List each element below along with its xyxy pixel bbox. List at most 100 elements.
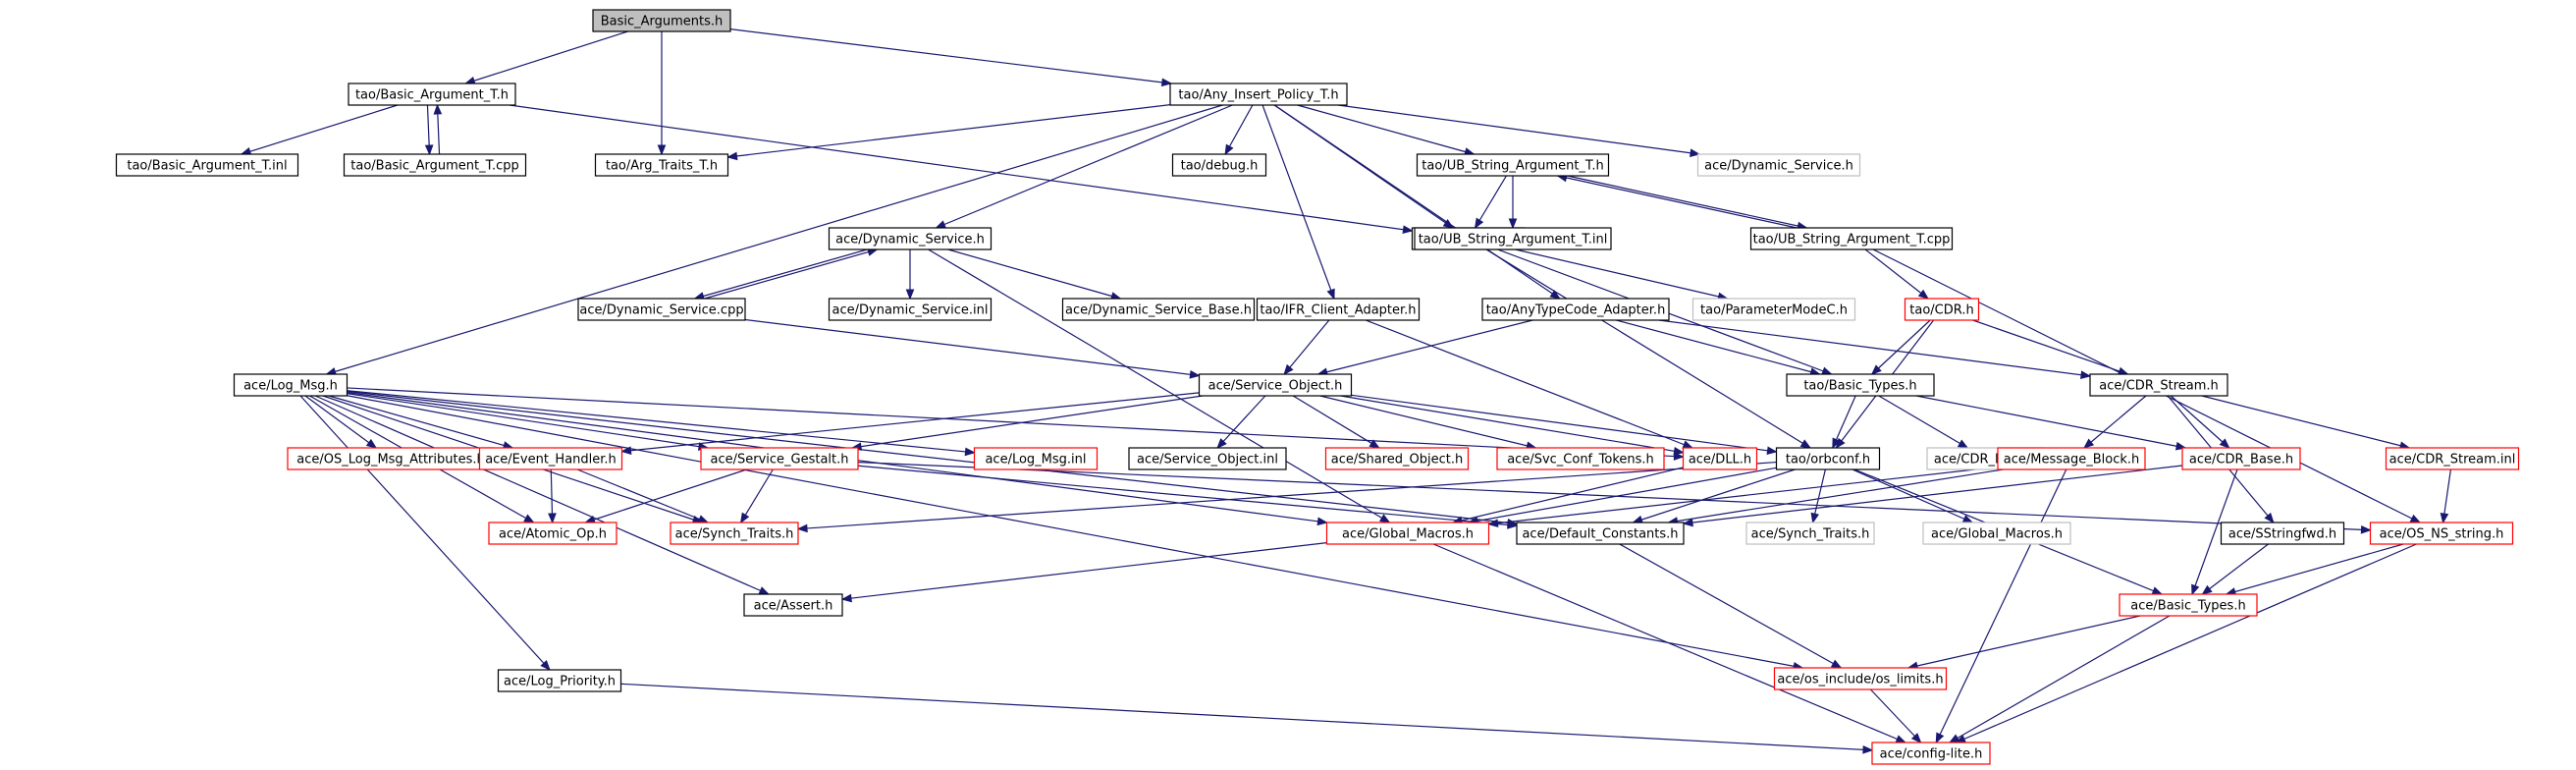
- arrowhead-n40-to-n48: [1830, 659, 1843, 669]
- node-label: ace/Svc_Conf_Tokens.h: [1507, 453, 1654, 468]
- node-box: [2181, 447, 2301, 470]
- node-box: [1749, 227, 1954, 250]
- node-tao-basic-argument-t-h[interactable]: tao/Basic_Argument_T.h: [348, 82, 516, 106]
- node-label: ace/OS_Log_Msg_Attributes.h: [296, 453, 484, 468]
- node-label: ace/Dynamic_Service.cpp: [579, 303, 743, 318]
- node-tao-ub-string-argument-t-inl[interactable]: tao/UB_String_Argument_T.inl: [1414, 227, 1612, 250]
- arrowhead-n20-to-n37: [523, 514, 535, 523]
- node-ace-service-object-h[interactable]: ace/Service_Object.h: [1198, 373, 1353, 397]
- arrowhead-n9-to-n32: [1799, 439, 1812, 449]
- node-ace-synch-traits-h[interactable]: ace/Synch_Traits.h: [670, 522, 799, 545]
- edge-n16-to-n21: [1283, 319, 1330, 375]
- arrowhead-n21-to-n32: [1766, 446, 1778, 456]
- node-ace-os-log-msg-attributes-h[interactable]: ace/OS_Log_Msg_Attributes.h: [287, 447, 495, 470]
- node-ace-basic-types-h[interactable]: ace/Basic_Types.h: [2119, 593, 2258, 617]
- node-label: ace/Log_Priority.h: [504, 675, 616, 689]
- node-ace-global-macros-h-external[interactable]: ace/Global_Macros.h: [1922, 522, 2071, 545]
- node-ace-event-handler-h[interactable]: ace/Event_Handler.h: [478, 447, 623, 470]
- node-label: ace/Event_Handler.h: [485, 453, 617, 468]
- node-label: tao/AnyTypeCode_Adapter.h: [1486, 303, 1666, 318]
- node-ace-dynamic-service-inl[interactable]: ace/Dynamic_Service.inl: [828, 298, 993, 321]
- node-label: ace/Log_Msg.h: [243, 379, 338, 394]
- node-ace-dynamic-service-cpp[interactable]: ace/Dynamic_Service.cpp: [577, 298, 746, 321]
- node-box: [1682, 447, 1758, 470]
- node-tao-arg-traits-t-h[interactable]: tao/Arg_Traits_T.h: [594, 153, 729, 177]
- edge-n20-to-n31: [347, 387, 1684, 458]
- node-tao-parametermodec-h-external[interactable]: tao/ParameterModeC.h: [1691, 298, 1856, 321]
- node-ace-atomic-op-h[interactable]: ace/Atomic_Op.h: [488, 522, 617, 545]
- node-ace-log-msg-inl[interactable]: ace/Log_Msg.inl: [973, 447, 1099, 470]
- node-tao-debug-h[interactable]: tao/debug.h: [1171, 153, 1267, 177]
- node-ace-global-macros-h[interactable]: ace/Global_Macros.h: [1325, 522, 1490, 545]
- node-box: [700, 447, 859, 470]
- arrowhead-n39-to-n49: [1895, 735, 1907, 743]
- node-box: [1325, 522, 1490, 545]
- arrowhead-n2-to-n16: [1326, 288, 1335, 301]
- node-ace-cdr-base-h[interactable]: ace/CDR_Base.h: [2181, 447, 2301, 470]
- node-ace-dynamic-service-base-h[interactable]: ace/Dynamic_Service_Base.h: [1061, 298, 1256, 321]
- node-ace-svc-conf-tokens-h[interactable]: ace/Svc_Conf_Tokens.h: [1496, 447, 1665, 470]
- node-ace-log-msg-h[interactable]: ace/Log_Msg.h: [233, 373, 349, 397]
- node-ace-shared-object-h[interactable]: ace/Shared_Object.h: [1324, 447, 1470, 470]
- edge-n21-to-n25: [621, 392, 1200, 453]
- node-box: [343, 153, 527, 177]
- node-tao-basic-argument-t-cpp[interactable]: tao/Basic_Argument_T.cpp: [343, 153, 527, 177]
- edge-n32-to-n42: [1852, 468, 1973, 523]
- node-basic-arguments-h[interactable]: Basic_Arguments.h: [592, 9, 731, 32]
- node-ace-service-object-inl[interactable]: ace/Service_Object.inl: [1128, 447, 1287, 470]
- edge-n13-to-n12: [704, 248, 878, 300]
- edge-n1-to-n3: [241, 104, 399, 155]
- arrowhead-n23-to-n35: [2219, 438, 2230, 449]
- edge-n22-to-n33: [1878, 395, 1968, 449]
- node-ace-sstringfwd-h[interactable]: ace/SStringfwd.h: [2220, 522, 2345, 545]
- node-tao-ifr-client-adapter-h[interactable]: tao/IFR_Client_Adapter.h: [1256, 298, 1421, 321]
- node-box: [1128, 447, 1287, 470]
- node-ace-config-lite-h[interactable]: ace/config-lite.h: [1871, 742, 1991, 765]
- edge-n23-to-n34: [2083, 395, 2147, 449]
- edge-n21-to-n28: [1216, 395, 1266, 449]
- node-label: tao/orbconf.h: [1786, 453, 1870, 468]
- node-ace-synch-traits-h-external[interactable]: ace/Synch_Traits.h: [1745, 522, 1875, 545]
- node-tao-cdr-h[interactable]: tao/CDR.h: [1904, 298, 1980, 321]
- edge-n39-to-n49: [1432, 543, 1906, 743]
- node-ace-message-block-h[interactable]: ace/Message_Block.h: [1997, 447, 2146, 470]
- node-ace-cdr-stream-h[interactable]: ace/CDR_Stream.h: [2089, 373, 2228, 397]
- edge-n0-to-n2: [729, 28, 1171, 84]
- node-label: ace/Dynamic_Service.inl: [832, 303, 989, 318]
- node-ace-service-gestalt-h[interactable]: ace/Service_Gestalt.h: [700, 447, 859, 470]
- node-ace-os-ns-string-h[interactable]: ace/OS_NS_string.h: [2369, 522, 2514, 545]
- node-ace-os-include-os-limits-h[interactable]: ace/os_include/os_limits.h: [1773, 667, 1948, 690]
- node-tao-anytypecode-adapter-h[interactable]: tao/AnyTypeCode_Adapter.h: [1481, 298, 1670, 321]
- node-ace-dynamic-service-h-external[interactable]: ace/Dynamic_Service.h: [1696, 153, 1861, 177]
- arrowhead-n0-to-n5: [657, 144, 667, 156]
- edge-n2-to-n7: [1297, 104, 1475, 155]
- node-tao-basic-argument-t-inl[interactable]: tao/Basic_Argument_T.inl: [115, 153, 299, 177]
- arrowhead-n17-to-n23: [2080, 370, 2092, 380]
- edge-n12-to-n15: [947, 248, 1121, 300]
- node-box: [1786, 373, 1935, 397]
- edge-n21-to-n32: [1351, 394, 1777, 453]
- edge-n48-to-n49: [1869, 688, 1922, 743]
- edge-n17-to-n22: [1616, 319, 1820, 375]
- node-ace-dynamic-service-h[interactable]: ace/Dynamic_Service.h: [828, 227, 993, 250]
- arrowhead-n39-to-n45: [840, 593, 852, 603]
- node-tao-any-insert-policy-t-h[interactable]: tao/Any_Insert_Policy_T.h: [1169, 82, 1348, 106]
- node-tao-basic-types-h[interactable]: tao/Basic_Types.h: [1786, 373, 1935, 397]
- node-ace-assert-h[interactable]: ace/Assert.h: [743, 593, 843, 617]
- node-label: ace/Service_Gestalt.h: [710, 453, 848, 468]
- arrowhead-n2-to-n12: [935, 220, 947, 229]
- node-box: [2089, 373, 2228, 397]
- node-tao-ub-string-argument-t-h[interactable]: tao/UB_String_Argument_T.h: [1416, 153, 1610, 177]
- edge-n13-to-n21: [744, 318, 1200, 377]
- node-ace-dll-h[interactable]: ace/DLL.h: [1682, 447, 1758, 470]
- node-tao-ub-string-argument-t-cpp[interactable]: tao/UB_String_Argument_T.cpp: [1749, 227, 1954, 250]
- node-ace-log-priority-h[interactable]: ace/Log_Priority.h: [497, 669, 622, 692]
- edge-n17-to-n21: [1317, 319, 1533, 375]
- node-ace-cdr-stream-inl[interactable]: ace/CDR_Stream.inl: [2385, 447, 2520, 470]
- node-ace-default-constants-h[interactable]: ace/Default_Constants.h: [1516, 522, 1685, 545]
- node-label: ace/Global_Macros.h: [1342, 527, 1474, 542]
- node-tao-orbconf-h[interactable]: tao/orbconf.h: [1775, 447, 1881, 470]
- node-label: ace/Dynamic_Service.h: [1704, 159, 1853, 174]
- node-box: [1773, 667, 1948, 690]
- edge-n20-to-n25: [328, 395, 513, 449]
